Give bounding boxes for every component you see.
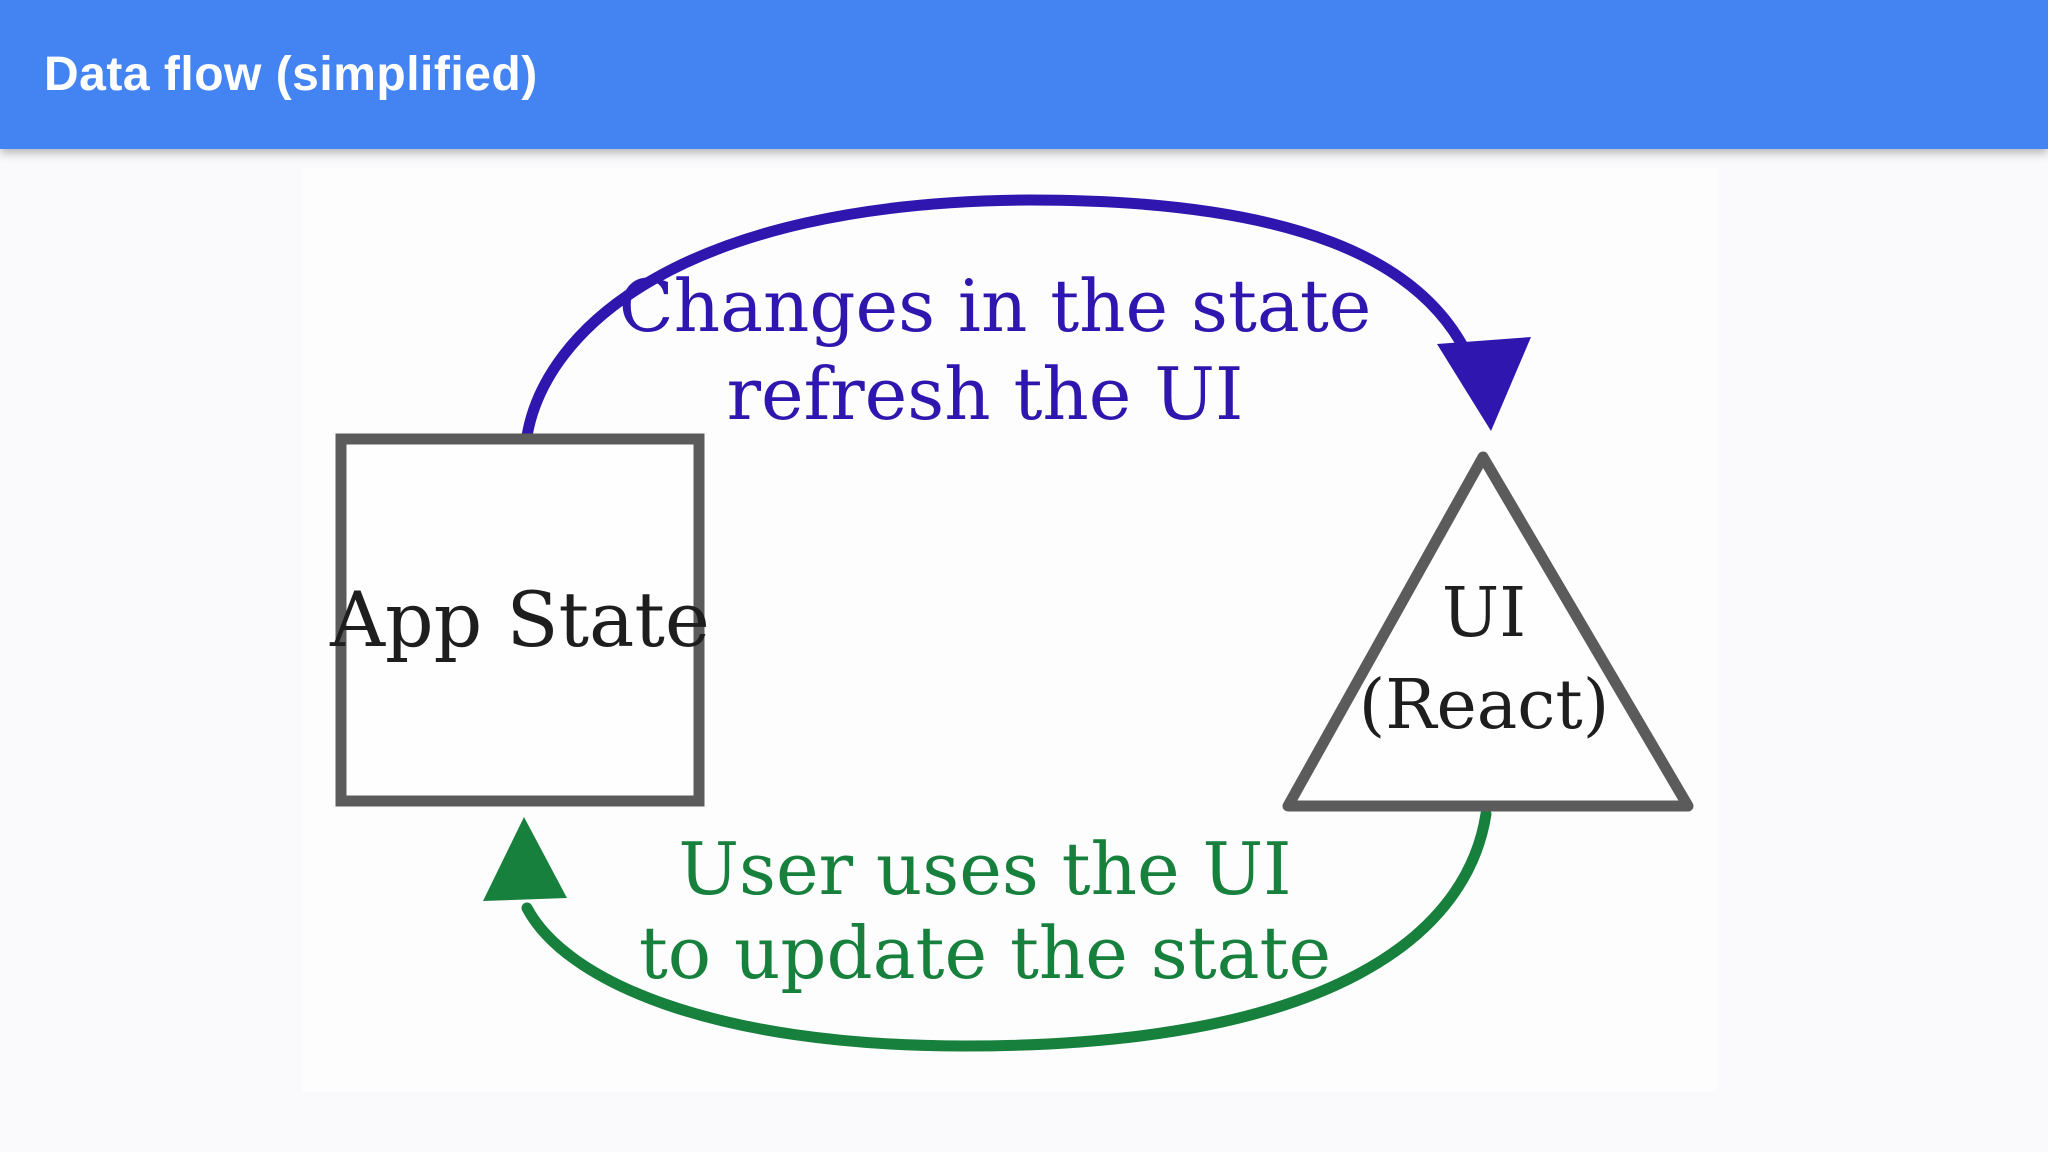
app-state-box xyxy=(335,433,705,807)
ui-to-state-arrowhead xyxy=(483,817,567,901)
ui-label-line1: UI xyxy=(1442,574,1526,653)
state-to-ui-label-line2: refresh the UI xyxy=(727,352,1244,436)
app-state-label: App State xyxy=(329,575,710,664)
state-to-ui-arrowhead xyxy=(1437,337,1531,431)
state-to-ui-arc xyxy=(521,194,1472,442)
ui-to-state-label-line2: to update the state xyxy=(639,911,1331,995)
state-to-ui-label-line1: Changes in the state xyxy=(619,264,1372,348)
ui-triangle xyxy=(1282,451,1694,812)
page-title: Data flow (simplified) xyxy=(44,48,538,101)
ui-to-state-label-line1: User uses the UI xyxy=(678,827,1291,911)
ui-to-state-arc xyxy=(521,808,1492,1052)
app-title-bar: Data flow (simplified) xyxy=(0,0,2048,149)
ui-label-line2: (React) xyxy=(1359,666,1609,745)
